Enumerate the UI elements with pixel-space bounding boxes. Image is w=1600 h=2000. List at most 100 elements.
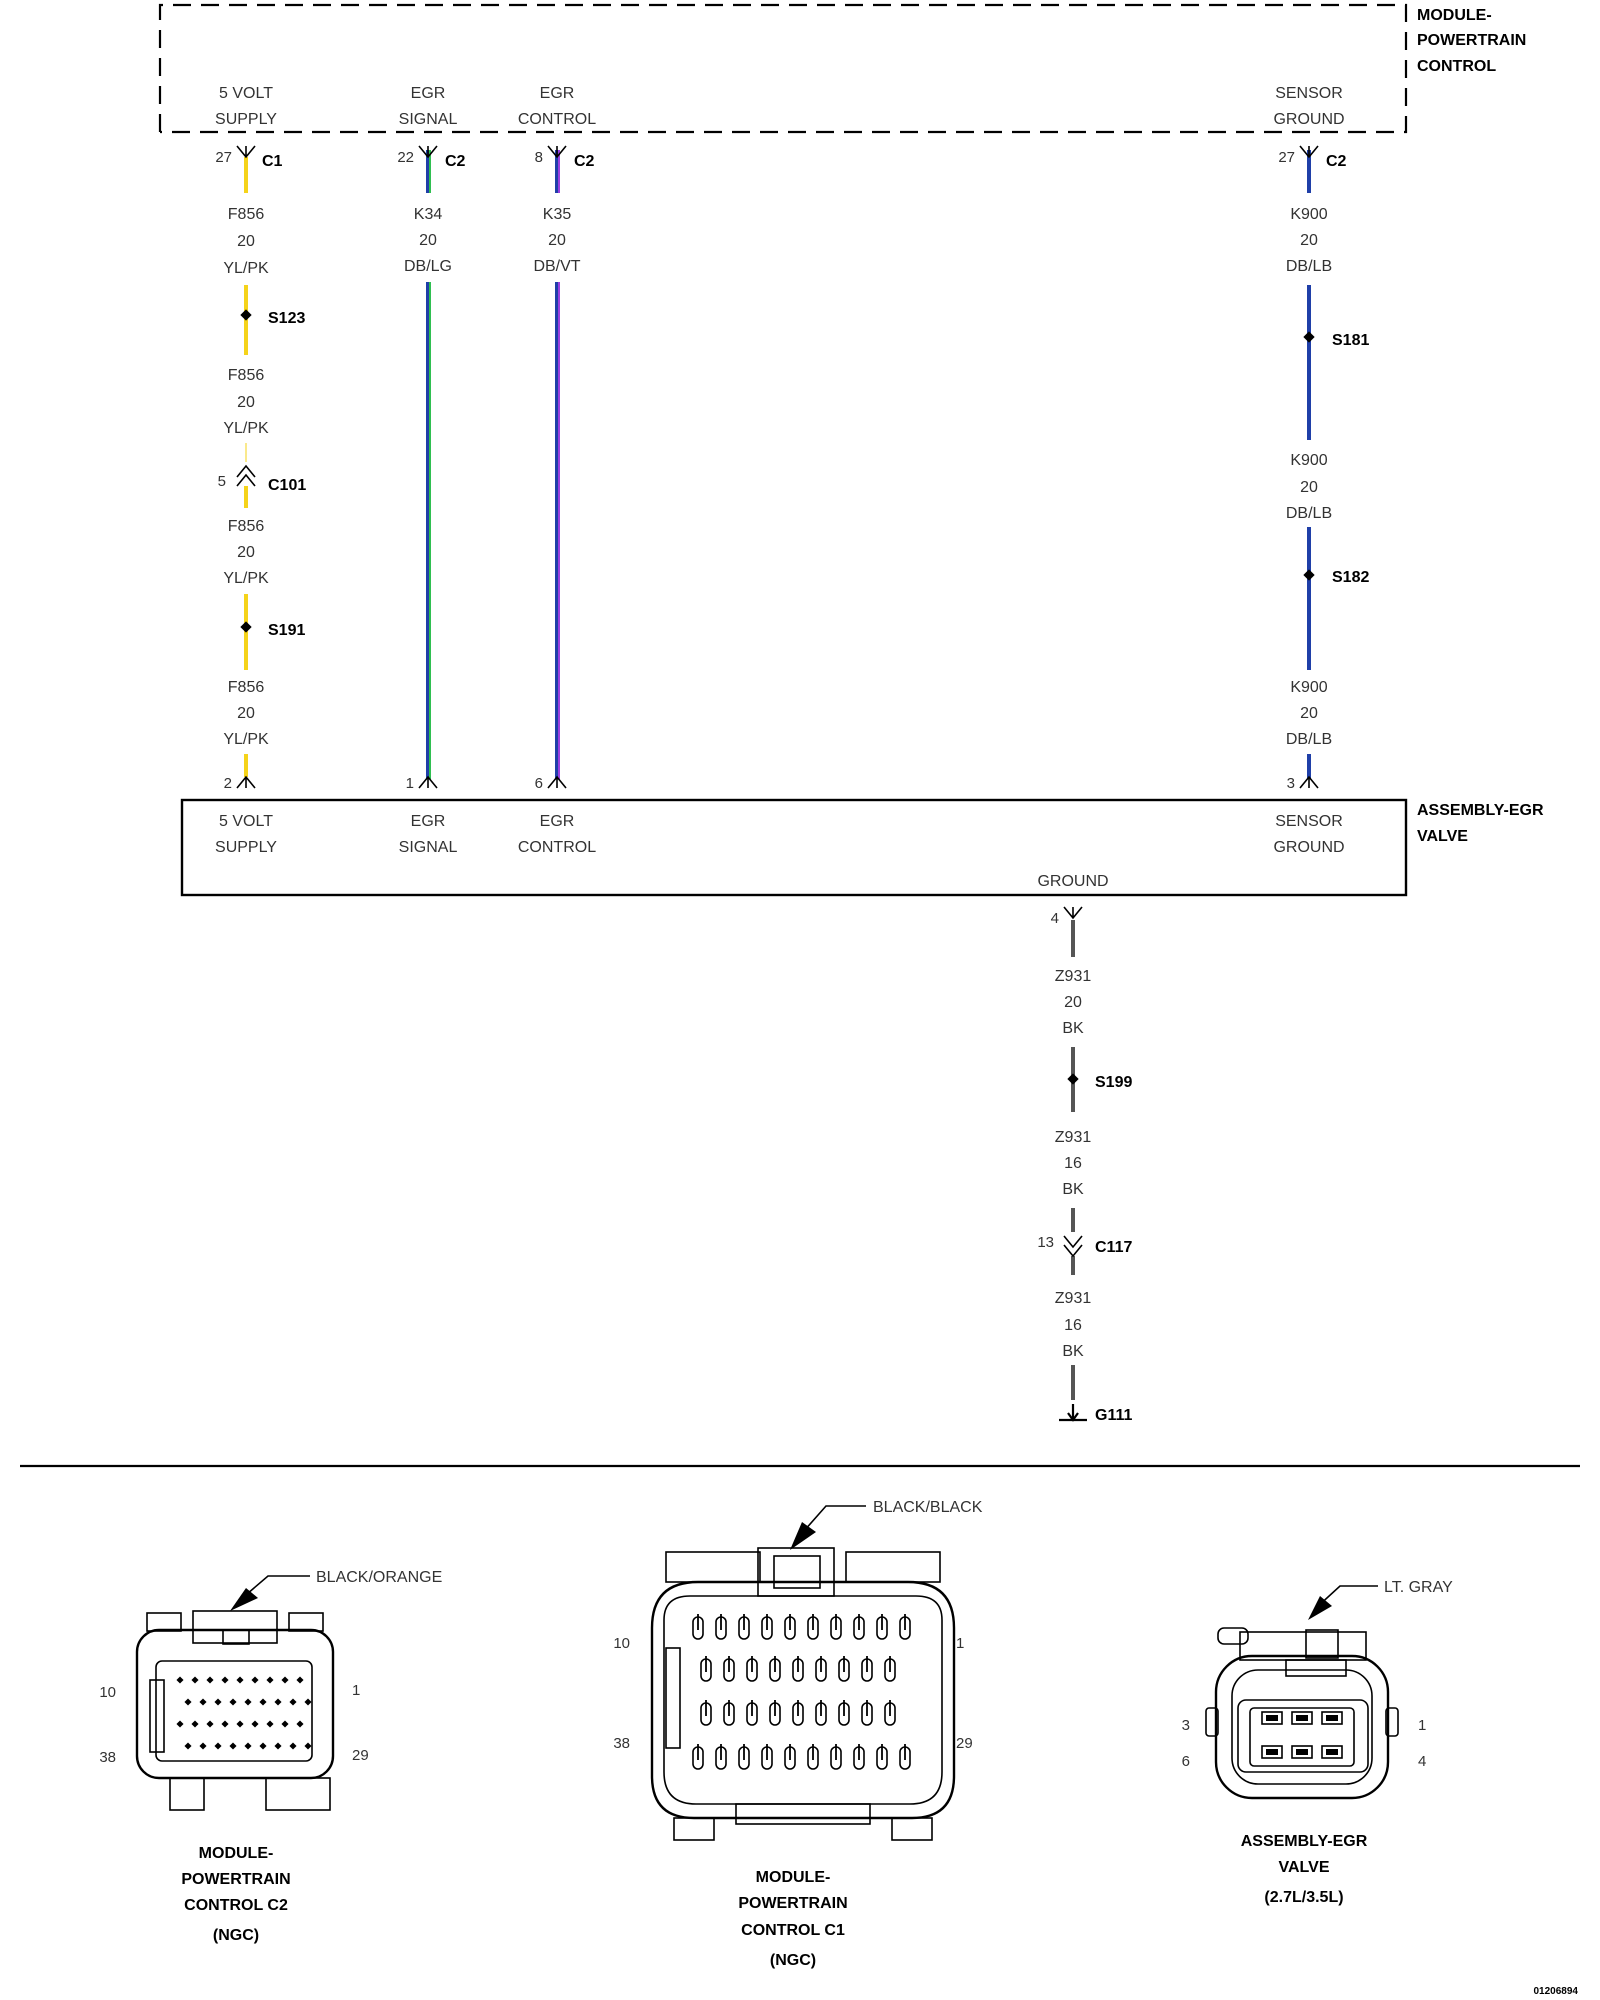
pointer-arrowhead-icon — [790, 1522, 816, 1550]
connector-symbol — [547, 775, 567, 789]
connector-view-c2: BLACK/ORANGE 10 1 38 29 MODULE- POWERTRA… — [99, 1569, 442, 1944]
egr-name-2: VALVE — [1417, 828, 1468, 845]
pcm-name-1: MODULE- — [1417, 7, 1492, 24]
pin-cavity — [1296, 1715, 1308, 1721]
pin-cavity — [274, 1742, 282, 1750]
pin-cavity — [191, 1720, 199, 1728]
pin-number: 8 — [535, 149, 543, 166]
pin-cavity — [206, 1720, 214, 1728]
pointer-arrowhead-icon — [230, 1588, 258, 1611]
pin-cavity — [191, 1676, 199, 1684]
connector-name: (NGC) — [770, 1952, 816, 1969]
pin-number: 10 — [613, 1635, 630, 1652]
pin-cavity — [304, 1698, 312, 1706]
pin-cavity — [266, 1720, 274, 1728]
pin-number: 10 — [99, 1684, 116, 1701]
wire-gauge: 20 — [1064, 994, 1082, 1011]
pin-cavity — [1266, 1715, 1278, 1721]
pin-cavity — [259, 1742, 267, 1750]
connector-id: C1 — [262, 153, 283, 170]
splice-label: S191 — [268, 622, 305, 639]
connector-color: BLACK/ORANGE — [316, 1569, 442, 1586]
pin-cavity — [304, 1742, 312, 1750]
splice-label: S123 — [268, 310, 305, 327]
pin-number: 29 — [352, 1747, 369, 1764]
pin-cavity — [1321, 1745, 1343, 1759]
connector-name: MODULE- — [199, 1845, 274, 1862]
wire-gauge: 20 — [237, 394, 255, 411]
pin-number: 6 — [1182, 1753, 1190, 1770]
connector-id: C101 — [268, 477, 306, 494]
egr-pin-label: SUPPLY — [215, 839, 277, 856]
pointer-arrowhead-icon — [1308, 1596, 1332, 1620]
connector-view-c1: BLACK/BLACK 10 1 38 29 MODULE- POWERTRAI… — [613, 1499, 982, 1969]
pcm-name-2: POWERTRAIN — [1417, 32, 1526, 49]
pin-number: 1 — [352, 1682, 360, 1699]
wire-gauge: 16 — [1064, 1317, 1082, 1334]
pin-cavity — [1291, 1745, 1313, 1759]
connector-symbol — [1299, 775, 1319, 789]
pin-cavity — [1291, 1711, 1313, 1725]
c1-pin-grid — [692, 1614, 911, 1770]
egr-pin-label: SENSOR — [1275, 813, 1343, 830]
pin-cavity — [236, 1720, 244, 1728]
pin-cavity — [1266, 1749, 1278, 1755]
wire-gauge: 20 — [548, 232, 566, 249]
connector-color: LT. GRAY — [1384, 1579, 1453, 1596]
egr-pin-label: GROUND — [1273, 839, 1344, 856]
pin-cavity — [259, 1698, 267, 1706]
wire-circuit: F856 — [228, 367, 265, 384]
pin-number: 29 — [956, 1735, 973, 1752]
ground-icon — [1059, 1404, 1087, 1422]
wire-gauge: 20 — [419, 232, 437, 249]
egr-pin-label: EGR — [411, 813, 446, 830]
pin-number: 22 — [397, 149, 414, 166]
pin-cavity — [251, 1676, 259, 1684]
wire-color: DB/VT — [533, 258, 580, 275]
pcm-pin-label: SENSOR — [1275, 85, 1343, 102]
connector-symbol — [236, 775, 256, 789]
wire-color: YL/PK — [223, 731, 269, 748]
pin-cavity — [176, 1720, 184, 1728]
egr-name-1: ASSEMBLY-EGR — [1417, 802, 1544, 819]
egr-pin-connectors: 2 1 6 3 4 — [224, 775, 1319, 927]
pin-number: 2 — [224, 775, 232, 792]
wire-color: DB/LB — [1286, 258, 1332, 275]
connector-symbol — [418, 145, 438, 159]
connector-id: C117 — [1095, 1239, 1132, 1256]
egr-pin-grid — [1261, 1711, 1343, 1759]
pin-number: 27 — [1278, 149, 1295, 166]
wires — [244, 150, 1311, 1400]
wire-color: YL/PK — [223, 570, 269, 587]
pin-number: 13 — [1037, 1234, 1054, 1251]
pin-number: 27 — [215, 149, 232, 166]
pin-cavity — [1261, 1745, 1283, 1759]
connector-view-egr: LT. GRAY 3 1 6 4 ASSEMBLY-EGR VALVE (2.7… — [1182, 1579, 1453, 1906]
pcm-pin-label: 5 VOLT — [219, 85, 273, 102]
connector-symbol — [1063, 906, 1083, 920]
wire-circuit: Z931 — [1055, 968, 1092, 985]
pcm-pin-label: SUPPLY — [215, 111, 277, 128]
connector-name: MODULE- — [756, 1869, 831, 1886]
splice-label: S181 — [1332, 332, 1369, 349]
pin-number: 4 — [1051, 910, 1059, 927]
splice-dot — [1303, 331, 1315, 343]
c2-pin-grid — [176, 1676, 312, 1750]
pin-cavity — [221, 1720, 229, 1728]
pin-number: 1 — [1418, 1717, 1426, 1734]
connector-symbol — [547, 145, 567, 159]
wire-gauge: 20 — [237, 233, 255, 250]
pin-cavity — [296, 1676, 304, 1684]
wire-circuit: F856 — [228, 679, 265, 696]
pin-cavity — [229, 1742, 237, 1750]
connector-symbol — [418, 775, 438, 789]
pin-cavity — [281, 1676, 289, 1684]
egr-pin-label: EGR — [540, 813, 575, 830]
pin-number: 38 — [99, 1749, 116, 1766]
pcm-pin-label: CONTROL — [518, 111, 596, 128]
ground-label: G111 — [1095, 1407, 1132, 1424]
pin-cavity — [1261, 1711, 1283, 1725]
connector-name: POWERTRAIN — [181, 1871, 290, 1888]
splice-dot — [240, 309, 252, 321]
